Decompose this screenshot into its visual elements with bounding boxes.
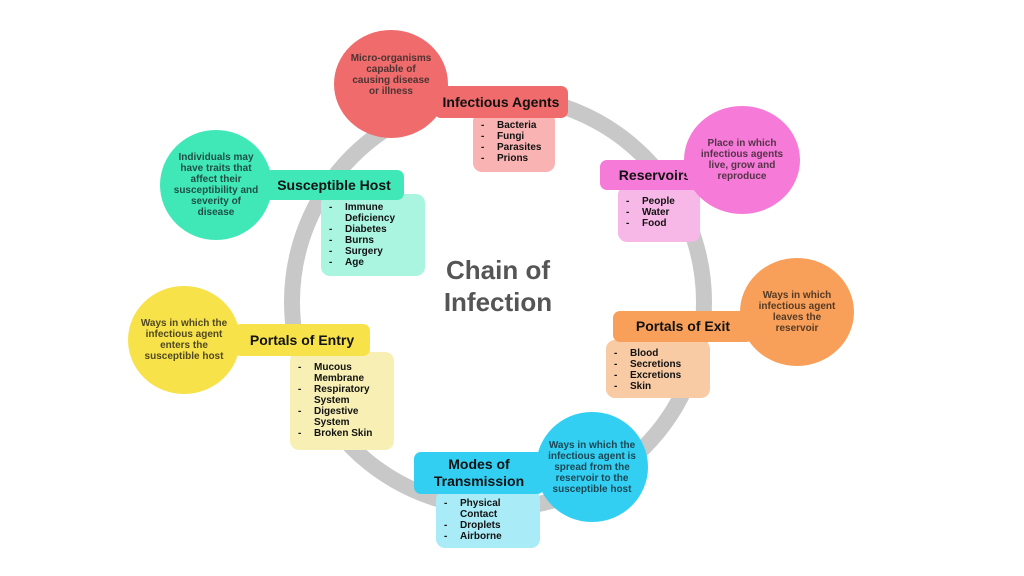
list-item: Parasites (473, 142, 555, 153)
reservoirs-list: PeopleWaterFood (618, 186, 700, 242)
list-item: Excretions (606, 370, 710, 381)
infectious-agents-list: BacteriaFungiParasitesPrions (473, 112, 555, 172)
infectious-agents-label: Infectious Agents (434, 86, 568, 118)
list-item: People (618, 196, 700, 207)
list-item: Age (321, 257, 425, 268)
modes-of-transmission-description: Ways in which the infectious agent is sp… (536, 412, 648, 522)
portals-of-exit-list: BloodSecretionsExcretionsSkin (606, 340, 710, 398)
list-item: Bacteria (473, 120, 555, 131)
list-item: Respiratory System (290, 384, 394, 406)
portals-of-entry-description: Ways in which the infectious agent enter… (128, 286, 240, 394)
list-item: Water (618, 207, 700, 218)
list-item: Digestive System (290, 406, 394, 428)
list-item: Droplets (436, 520, 540, 531)
infectious-agents-description: Micro-organisms capable of causing disea… (334, 30, 448, 138)
list-item: Blood (606, 348, 710, 359)
portals-of-entry-label: Portals of Entry (234, 324, 370, 356)
susceptible-host-description: Individuals may have traits that affect … (160, 130, 272, 240)
list-item: Surgery (321, 246, 425, 257)
modes-of-transmission-label: Modes of Transmission (414, 452, 544, 494)
portals-of-exit-description: Ways in which infectious agent leaves th… (740, 258, 854, 366)
modes-of-transmission-list: Physical ContactDropletsAirborne (436, 490, 540, 548)
diagram-title: Chain of Infection (443, 255, 553, 317)
reservoirs-description: Place in which infectious agents live, g… (684, 106, 800, 214)
list-item: Diabetes (321, 224, 425, 235)
list-item: Fungi (473, 131, 555, 142)
susceptible-host-label: Susceptible Host (264, 170, 404, 200)
list-item: Burns (321, 235, 425, 246)
list-item: Prions (473, 153, 555, 164)
list-item: Broken Skin (290, 428, 394, 439)
list-item: Food (618, 218, 700, 229)
list-item: Skin (606, 381, 710, 392)
list-item: Mucous Membrane (290, 362, 394, 384)
list-item: Physical Contact (436, 498, 540, 520)
list-item: Immune Deficiency (321, 202, 425, 224)
portals-of-exit-label: Portals of Exit (613, 311, 753, 342)
portals-of-entry-list: Mucous MembraneRespiratory SystemDigesti… (290, 352, 394, 450)
list-item: Airborne (436, 531, 540, 542)
susceptible-host-list: Immune DeficiencyDiabetesBurnsSurgeryAge (321, 194, 425, 276)
list-item: Secretions (606, 359, 710, 370)
